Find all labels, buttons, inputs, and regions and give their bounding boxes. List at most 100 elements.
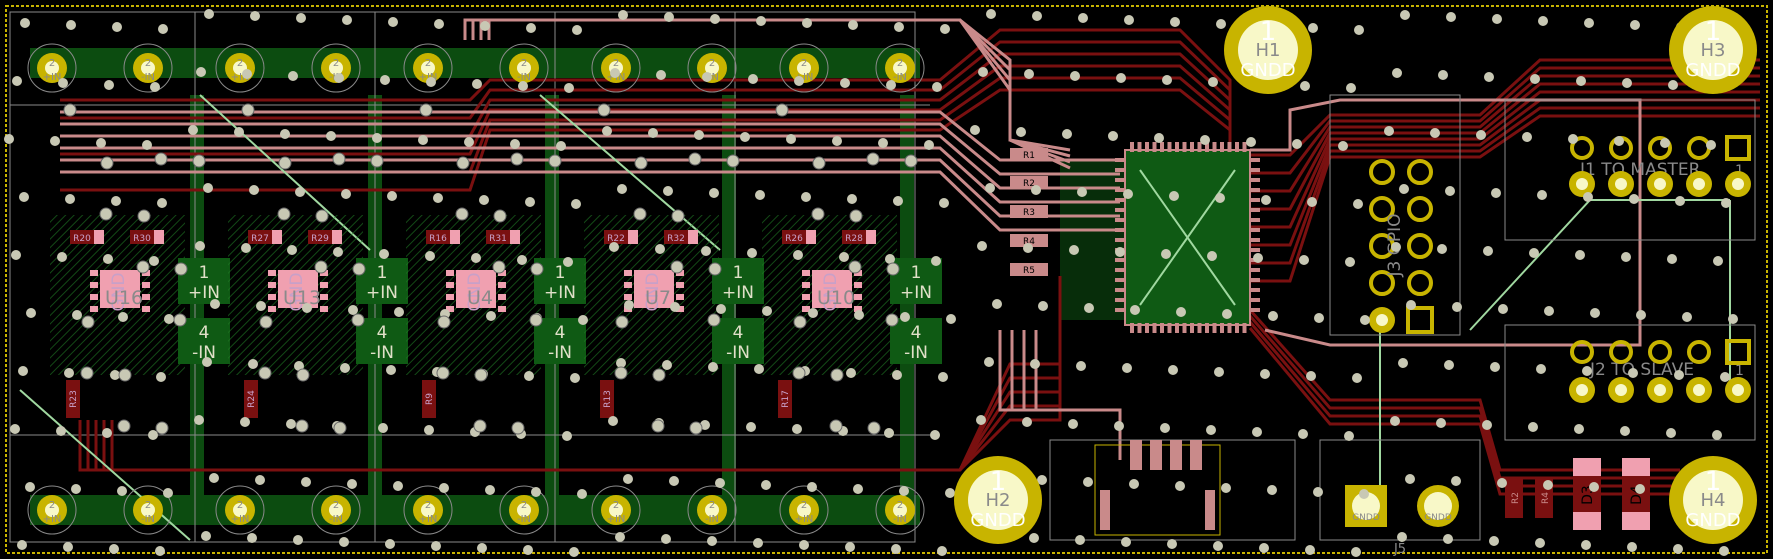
terminal-pad: 2+IN [27, 43, 77, 93]
j5-label: J5 [1393, 542, 1406, 557]
pin-net: +IN [544, 283, 576, 303]
pin-number: 1 [555, 263, 566, 283]
terminal-pad: 2+IN [403, 43, 453, 93]
pin-number: 4 [199, 323, 210, 343]
resistor-label: R23 [69, 390, 79, 408]
back-layer-traces [60, 28, 1760, 496]
hole-net: GNDD [1240, 60, 1295, 81]
pin-number: 1 [199, 263, 210, 283]
chip-reference: U10 [817, 287, 855, 309]
gnd-label: GND [643, 273, 663, 312]
mcu-resistor-label: R5 [1023, 266, 1035, 276]
terminal-net-label: +IN [419, 72, 438, 83]
usb-connector [1049, 439, 1296, 541]
terminal-net-label: -IN [141, 72, 155, 83]
pin-number: 4 [377, 323, 388, 343]
hole-ref: H2 [986, 490, 1011, 511]
mcu-resistor-label: R3 [1023, 208, 1035, 218]
j5-pad-net: GNDD [1352, 513, 1380, 523]
resistor-label: R17 [781, 390, 791, 408]
gnd-label: GND [109, 273, 129, 312]
pin-number: 1 [911, 263, 922, 283]
hole-net: GNDD [1685, 60, 1740, 81]
terminal-pin-number: 2 [425, 500, 431, 511]
j2-label: J2 TO SLAVE [1589, 360, 1694, 380]
terminal-net-label: -IN [705, 72, 719, 83]
terminal-net-label: +IN [231, 72, 250, 83]
resistor-label: R22 [607, 234, 625, 244]
diodes: D3 D4 R2 R4 [1505, 458, 1650, 530]
chip-reference: U13 [283, 287, 321, 309]
resistor-label: R29 [311, 234, 329, 244]
terminal-net-label: +IN [43, 514, 62, 525]
j2-connector: J2 TO SLAVE 1 [1504, 324, 1756, 441]
mcu-resistor-label: R2 [1023, 179, 1035, 189]
terminal-pin-number: 2 [521, 58, 527, 69]
terminal-pin-number: 2 [897, 500, 903, 511]
bottom-resistor-label: R2 [1511, 492, 1521, 504]
chip-reference: U16 [105, 287, 143, 309]
terminal-net-label: -IN [893, 514, 907, 525]
terminal-pad: 2 -IN [311, 485, 361, 535]
terminal-pin-number: 2 [237, 500, 243, 511]
pin-number: 1 [377, 263, 388, 283]
terminal-pad: 2 +IN [779, 43, 829, 93]
terminal-pin-number: 2 [801, 58, 807, 69]
terminal-pin-number: 2 [709, 58, 715, 69]
terminal-pin-number: 2 [145, 500, 151, 511]
pin-net: +IN [366, 283, 398, 303]
pin-number: 4 [911, 323, 922, 343]
gnd-label: GND [821, 273, 841, 312]
pin-net: +IN [900, 283, 932, 303]
terminal-pad: 2-IN [687, 485, 737, 535]
hole-ref: H1 [1256, 40, 1281, 61]
terminal-pad: 2+IN [591, 485, 641, 535]
terminal-pin-number: 2 [333, 500, 339, 511]
terminal-net-label: +IN [795, 72, 814, 83]
terminal-pin-number: 2 [801, 500, 807, 511]
resistor-label: R27 [251, 234, 269, 244]
terminal-net-label: +IN [231, 514, 250, 525]
terminal-pad: 2+IN [779, 485, 829, 535]
resistor-label: R20 [73, 234, 91, 244]
terminal-pad: 2 -IN [499, 485, 549, 535]
terminal-pin-number: 2 [613, 58, 619, 69]
terminal-net-label: -IN [329, 514, 343, 525]
terminal-net-label: +IN [419, 514, 438, 525]
pin-net: +IN [188, 283, 220, 303]
terminal-net-label: -IN [517, 514, 531, 525]
j2-pin1-marker: 1 [1735, 363, 1744, 379]
pin-number: 4 [733, 323, 744, 343]
terminal-pin-number: 2 [145, 58, 151, 69]
hole-pin: 1 [1705, 467, 1722, 497]
hole-ref: H3 [1701, 40, 1726, 61]
terminal-pin-number: 2 [333, 58, 339, 69]
hole-ref: H4 [1701, 490, 1726, 511]
hole-pin: 1 [990, 467, 1007, 497]
board-outline [5, 5, 1768, 554]
terminal-pin-number: 2 [521, 500, 527, 511]
resistor-label: R32 [667, 234, 685, 244]
terminal-pin-number: 2 [897, 58, 903, 69]
resistor-label: R28 [845, 234, 863, 244]
resistor-label: R9 [425, 393, 435, 405]
terminal-net-label: -IN [141, 514, 155, 525]
j5-pad-net: GNDD [1424, 513, 1452, 523]
bottom-resistor-label: R4 [1541, 492, 1551, 504]
j1-connector: J1 TO MASTER 1 [1504, 99, 1756, 241]
gnd-label: GND [287, 273, 307, 312]
j1-pin1-marker: 1 [1735, 163, 1744, 179]
pin-net: -IN [726, 343, 750, 363]
resistor-label: R13 [603, 390, 613, 408]
